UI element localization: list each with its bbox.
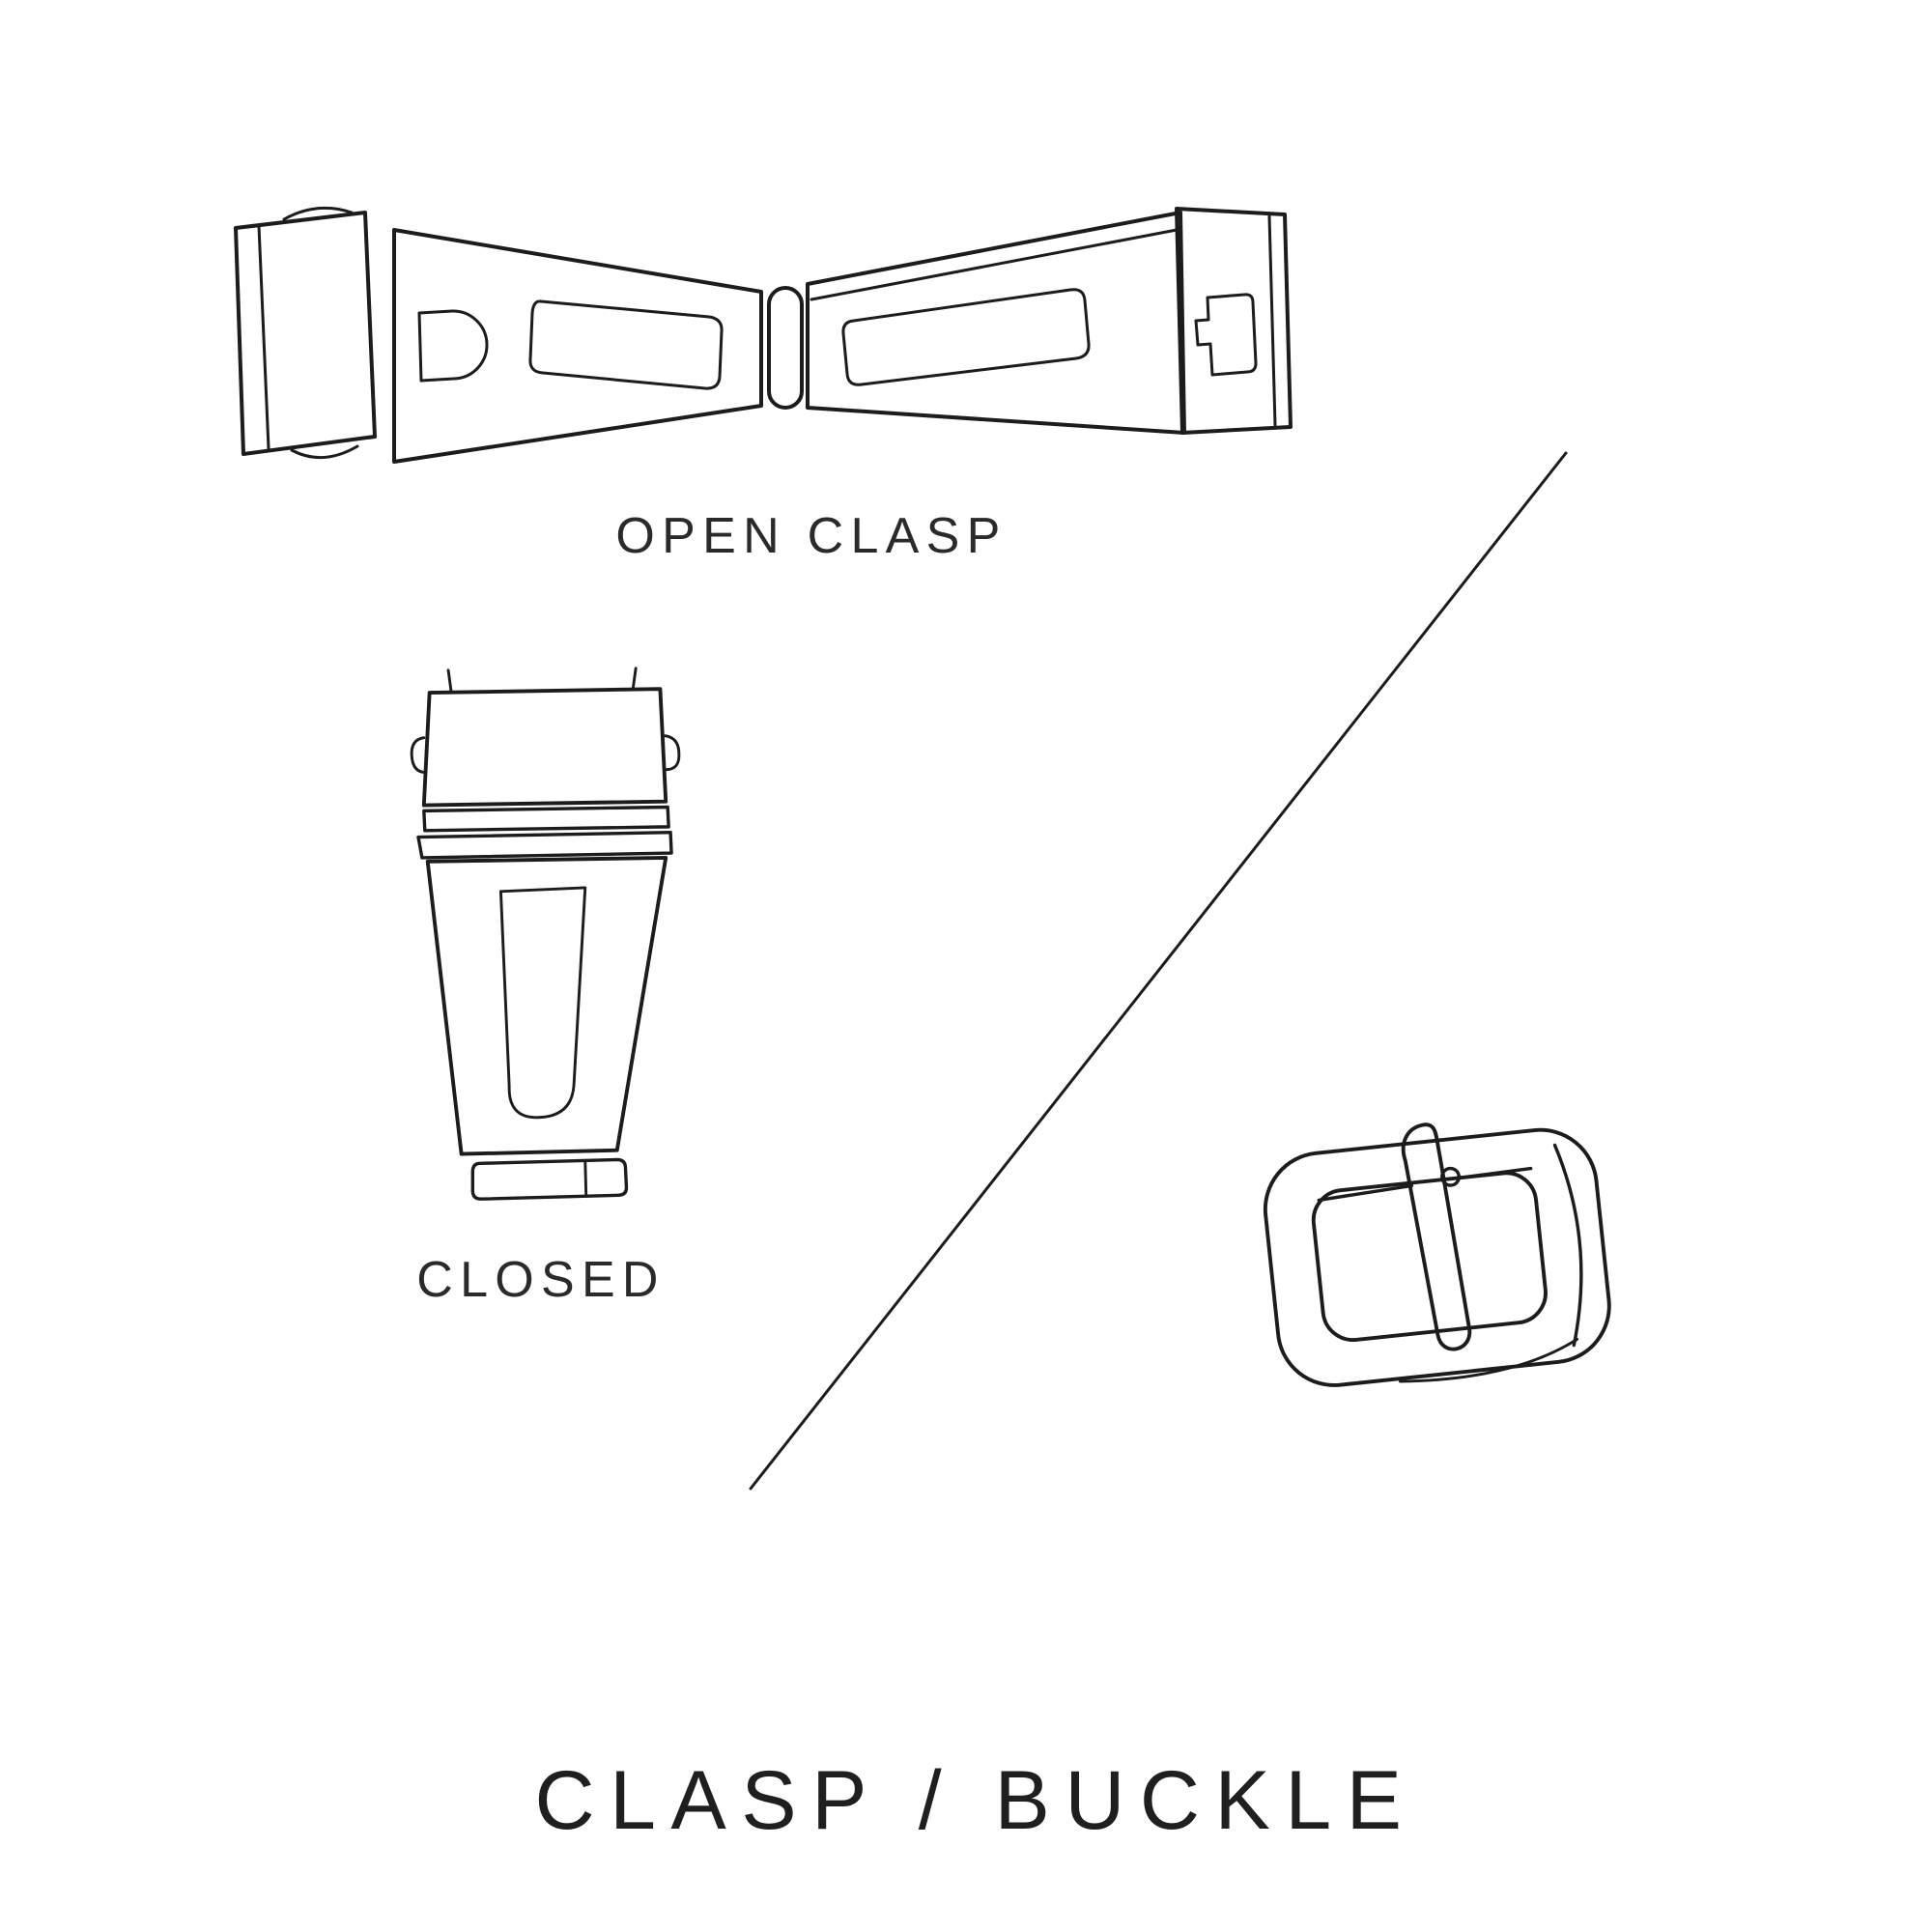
figure-closed-clasp: [386, 657, 705, 1212]
open-clasp-icon: [234, 206, 1293, 464]
figure-pin-buckle: [1236, 1092, 1652, 1430]
figure-open-clasp: [213, 174, 1314, 483]
closed-clasp-icon: [410, 667, 681, 1201]
open-clasp-label: OPEN CLASP: [615, 508, 1008, 564]
pin-buckle-icon: [1263, 1122, 1611, 1387]
closed-clasp-label: CLOSED: [416, 1252, 666, 1308]
page-title: CLASP / BUCKLE: [534, 1754, 1417, 1847]
